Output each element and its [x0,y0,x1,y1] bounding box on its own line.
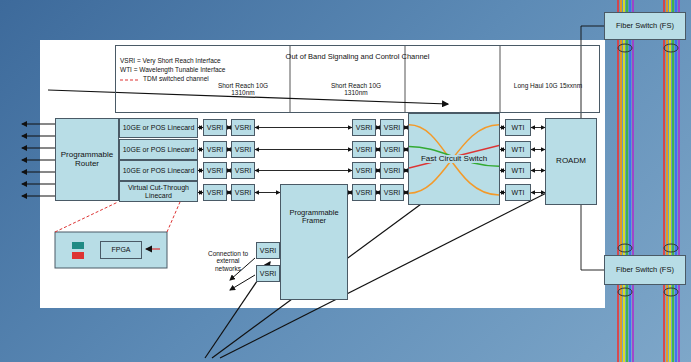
linecard-box: 10GE or POS Linecard [119,160,198,181]
node-label: VSRI [235,189,251,197]
connector [531,170,545,171]
node-label: VSRI [356,146,372,154]
connector [581,26,604,118]
wti-box: WTI [505,162,531,179]
vsri-box: VSRI [231,184,255,201]
node-label: VSRI [356,189,372,197]
node-label: 10GE or POS Linecard [123,146,195,154]
linecard-box: 10GE or POS Linecard [119,139,198,160]
node-label: WTI [512,146,525,154]
annotation-label: Connection to external networks [204,250,252,272]
connector [255,170,352,171]
node-label: VSRI [207,146,223,154]
node-label: Fiber Switch (FS) [616,22,674,30]
vsri-box: VSRI [203,119,227,136]
vsri-box: VSRI [203,184,227,201]
diagram-panel [40,40,605,308]
node-label: Virtual Cut-Through Linecard [122,184,195,199]
vsri-box: VSRI [256,242,280,259]
node-label: VSRI [384,124,400,132]
fpga-box: FPGA [100,241,142,259]
node-label: VSRI [384,167,400,175]
node-label: Out of Band Signaling and Control Channe… [286,53,430,61]
vsri-box: VSRI [352,119,376,136]
annotation-label: Short Reach 10G 1310nm [214,82,272,97]
node-label: 10GE or POS Linecard [123,167,195,175]
rainbow-fibers [618,0,679,362]
connector [531,149,545,150]
connector [531,127,545,128]
node-label: VSRI [207,189,223,197]
callout-arrows [48,90,592,358]
annotation-label: Short Reach 10G 1310nm [327,82,385,97]
annotation-label: WTI = Wavelength Tunable Interface [120,66,270,73]
node-label: WTI [512,189,525,197]
node-label: VSRI [356,124,372,132]
node-label: ROADM [556,157,586,166]
legend-line-sample [120,77,140,83]
vsri-box: VSRI [380,184,404,201]
vsri-box: VSRI [380,162,404,179]
router-box: Programmable Router [55,118,119,201]
wti-box: WTI [505,141,531,158]
node-label: Programmable Router [58,151,116,169]
wti-box: WTI [505,184,531,201]
annotation-label: Long Haul 10G 15xxnm [508,82,588,89]
node-label: VSRI [235,146,251,154]
vsri-box: VSRI [380,119,404,136]
connector [581,205,604,270]
vsri-box: VSRI [352,184,376,201]
roadm-box: ROADM [545,118,597,205]
vsri-box: VSRI [231,119,255,136]
vsri-box: VSRI [203,141,227,158]
vsri-box: VSRI [352,162,376,179]
node-label: VSRI [235,124,251,132]
node-label: Fiber Switch (FS) [616,266,674,274]
linecard-box: 10GE or POS Linecard [119,118,198,138]
connector [531,192,545,193]
wti-box: WTI [505,119,531,136]
node-label: WTI [512,167,525,175]
node-label: VSRI [235,167,251,175]
node-label: VSRI [260,270,276,278]
node-label: FPGA [111,246,130,254]
connector [255,127,352,128]
legend-text: TDM switched channel [143,75,209,82]
linecard-box: Virtual Cut-Through Linecard [119,181,198,202]
node-label: VSRI [384,189,400,197]
node-label: 10GE or POS Linecard [123,124,195,132]
node-label: Fast Circuit Switch [420,155,488,164]
fiber-switch-box: Fiber Switch (FS) [604,255,686,285]
framer-box: Programmable Framer [280,184,348,300]
fiber-switch-box: Fiber Switch (FS) [604,12,686,40]
node-label: VSRI [207,167,223,175]
vsri-box: VSRI [256,265,280,282]
node-label: WTI [512,124,525,132]
vsri-box: VSRI [203,162,227,179]
connector [255,192,280,193]
node-label: VSRI [356,167,372,175]
fpga-group [55,202,180,268]
vsri-box: VSRI [380,141,404,158]
node-label: VSRI [207,124,223,132]
switch-box: Fast Circuit Switch [408,113,500,205]
connector [255,149,352,150]
annotation-label: VSRI = Very Short Reach Interface [120,57,270,64]
vsri-box: VSRI [231,141,255,158]
vsri-box: VSRI [352,141,376,158]
vsri-box: VSRI [231,162,255,179]
node-label: Programmable Framer [283,209,345,226]
node-label: VSRI [260,247,276,255]
node-label: VSRI [384,146,400,154]
